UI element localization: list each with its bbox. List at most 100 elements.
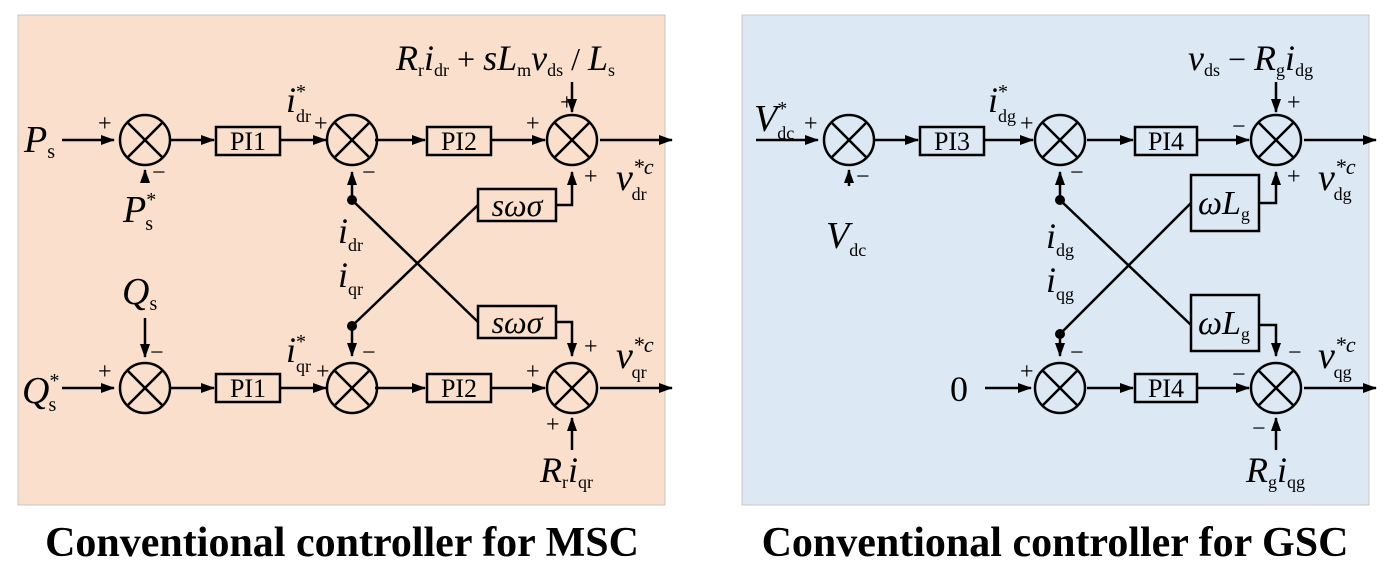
msc-pi2-top-label: PI2 (441, 127, 477, 156)
msc-sum-junction-2 (325, 113, 379, 167)
msc-bottom-feedforward-label: Rriqr (539, 450, 593, 492)
gsc-cross-top-to-sum3-line (1259, 171, 1281, 205)
gsc-vdc-star-label: V*dc (754, 98, 794, 143)
msc-sign-minus: − (150, 340, 164, 366)
gsc-pi4-bottom-label: PI4 (1148, 374, 1184, 403)
gsc-pi3-label: PI3 (934, 127, 970, 156)
gsc-pi4-top-block (1133, 125, 1199, 157)
msc-iqr-junction-dot (347, 321, 357, 331)
msc-sum-junction-6 (545, 361, 599, 415)
gsc-sign-plus: + (1287, 164, 1301, 190)
gsc-pi4-bottom-block (1133, 372, 1199, 404)
gsc-sum-junction-5 (1249, 361, 1303, 415)
gsc-cross-bottom-label: ωLg (1198, 305, 1250, 344)
gsc-top-feedforward-label: vds − Rgidg (1188, 38, 1313, 80)
msc-cross-bottom-to-sum6-line (556, 320, 577, 357)
msc-pi1-bottom-block (214, 372, 282, 404)
msc-pi1-bottom-label: PI1 (230, 374, 266, 403)
gsc-sum-junction-4 (1033, 361, 1087, 415)
msc-sign-plus: + (314, 111, 328, 137)
msc-sign-minus: − (362, 340, 376, 366)
gsc-pi4-top-label: PI4 (1148, 127, 1184, 156)
gsc-pi3-block (918, 125, 986, 157)
gsc-sign-minus: − (1070, 160, 1084, 186)
gsc-idg-label: idg (1046, 216, 1074, 260)
msc-sign-plus: + (98, 359, 112, 385)
msc-sign-plus: + (546, 412, 560, 438)
gsc-sum-junction-2 (1033, 113, 1087, 167)
msc-sign-plus: + (526, 111, 540, 137)
msc-cross-bottom-block (476, 304, 558, 340)
msc-panel-background (17, 14, 666, 506)
gsc-vdc-label: Vdc (826, 215, 866, 260)
msc-ps-label: Ps (23, 119, 55, 163)
gsc-panel-background (741, 14, 1370, 506)
msc-qs-label: Qs (122, 271, 157, 315)
msc-sum-junction-4 (118, 361, 172, 415)
gsc-sign-plus: + (1020, 359, 1034, 385)
msc-sign-minus: − (152, 160, 166, 186)
msc-sign-plus: + (526, 359, 540, 385)
msc-caption: Conventional controller for MSC (45, 520, 639, 566)
msc-sign-plus: + (560, 90, 574, 116)
msc-iqr-cross-line (351, 204, 479, 327)
msc-sign-plus: + (584, 164, 598, 190)
gsc-zero-input-label: 0 (950, 369, 968, 409)
msc-top-feedforward-label: Rridr + sLmvds / Ls (395, 38, 615, 80)
gsc-sign-minus: − (1232, 114, 1246, 140)
gsc-cross-top-block (1189, 173, 1261, 233)
msc-pi1-top-label: PI1 (230, 127, 266, 156)
msc-sign-plus: + (98, 111, 112, 137)
msc-pi2-bottom-label: PI2 (441, 374, 477, 403)
gsc-iqg-label: iqg (1046, 260, 1074, 304)
msc-sum-junction-5 (325, 361, 379, 415)
gsc-cross-bottom-block (1189, 293, 1261, 353)
gsc-sign-minus: − (1232, 362, 1246, 388)
msc-sign-plus: + (584, 334, 598, 360)
gsc-iqg-junction-dot (1055, 329, 1065, 339)
msc-panel: PI1 PI2 PI1 PI2 sωσ sωσ + − + − + + + + … (17, 14, 673, 566)
msc-iqr-label: iqr (338, 255, 363, 299)
msc-pi1-top-block (214, 125, 282, 157)
gsc-idg-junction-dot (1055, 195, 1065, 205)
gsc-cross-top-label: ωLg (1198, 185, 1250, 224)
gsc-panel: PI3 PI4 PI4 ωLg ωLg + − + − − + + − + − … (741, 14, 1377, 566)
gsc-caption: Conventional controller for GSC (762, 520, 1349, 566)
gsc-bottom-feedforward-label: Rgiqg (1245, 450, 1305, 492)
gsc-sign-plus: + (804, 111, 818, 137)
msc-sum-junction-3 (545, 113, 599, 167)
msc-sum-junction-1 (118, 113, 172, 167)
gsc-sign-minus: − (856, 164, 870, 190)
msc-idr-label: idr (338, 211, 363, 255)
gsc-sign-minus: − (1070, 340, 1084, 366)
msc-cross-top-label: sωσ (492, 187, 544, 223)
gsc-iqg-cross-line (1059, 202, 1192, 335)
msc-cross-top-to-sum3-line (556, 171, 577, 207)
msc-ps-star-label: P*s (122, 189, 156, 235)
gsc-sign-minus: − (1288, 340, 1302, 366)
msc-cross-top-block (476, 187, 558, 223)
gsc-sign-plus: + (1020, 111, 1034, 137)
msc-idr-cross-line (351, 199, 479, 323)
msc-qs-star-label: Q*s (22, 370, 59, 416)
msc-sign-plus: + (316, 359, 330, 385)
msc-pi2-top-block (425, 125, 493, 157)
gsc-cross-bottom-to-sum5-line (1259, 323, 1281, 357)
gsc-sum-junction-3 (1249, 113, 1303, 167)
msc-pi2-bottom-block (425, 372, 493, 404)
msc-idr-junction-dot (347, 195, 357, 205)
msc-cross-bottom-label: sωσ (492, 304, 544, 340)
gsc-sign-minus: − (1252, 416, 1266, 442)
gsc-idg-cross-line (1059, 199, 1192, 326)
gsc-idg-star-label: i*dg (988, 80, 1016, 126)
msc-iqr-star-label: i*qr (286, 330, 311, 376)
msc-sign-minus: − (362, 160, 376, 186)
gsc-sum-junction-1 (822, 113, 876, 167)
gsc-sign-plus: + (1287, 90, 1301, 116)
msc-idr-star-label: i*dr (286, 80, 311, 126)
